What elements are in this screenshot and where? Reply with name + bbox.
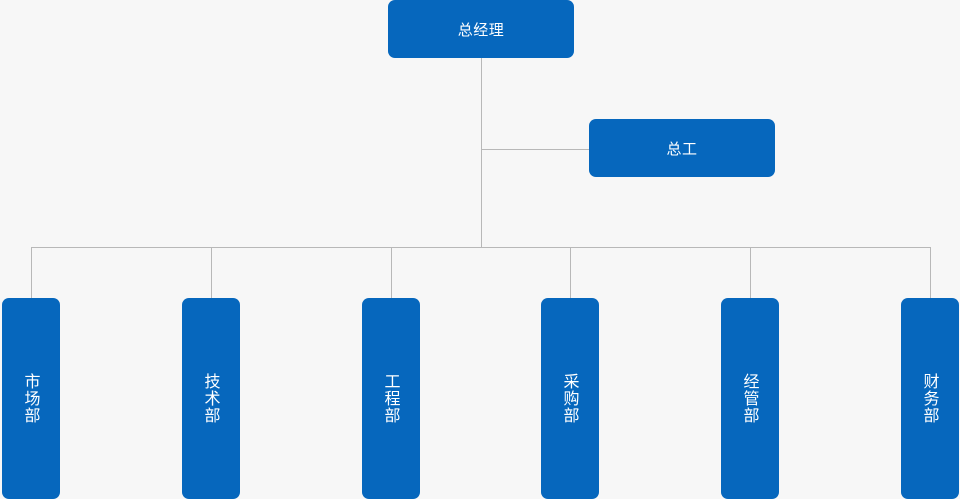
department-node-market: 市场部 xyxy=(2,298,60,499)
department-node-engineering: 工程部 xyxy=(362,298,420,499)
general-manager-label: 总经理 xyxy=(457,20,505,39)
assistant-connector xyxy=(481,149,590,150)
department-drop-connector xyxy=(570,247,571,298)
department-label: 市场部 xyxy=(21,373,41,424)
department-drop-connector xyxy=(391,247,392,298)
department-label: 采购部 xyxy=(560,373,580,424)
department-label: 技术部 xyxy=(201,373,221,424)
department-label: 工程部 xyxy=(381,373,401,424)
department-drop-connector xyxy=(211,247,212,298)
chief-engineer-label: 总工 xyxy=(666,139,698,158)
department-drop-connector xyxy=(930,247,931,298)
root-vertical-connector xyxy=(481,57,482,248)
department-label: 财务部 xyxy=(920,373,940,424)
department-label: 经管部 xyxy=(740,373,760,424)
department-drop-connector xyxy=(31,247,32,298)
department-bus-connector xyxy=(31,247,931,248)
general-manager-node: 总经理 xyxy=(388,0,574,58)
department-node-purchasing: 采购部 xyxy=(541,298,599,499)
department-node-finance: 财务部 xyxy=(901,298,959,499)
department-drop-connector xyxy=(750,247,751,298)
department-node-technology: 技术部 xyxy=(182,298,240,499)
chief-engineer-node: 总工 xyxy=(589,119,775,177)
department-node-operations: 经管部 xyxy=(721,298,779,499)
